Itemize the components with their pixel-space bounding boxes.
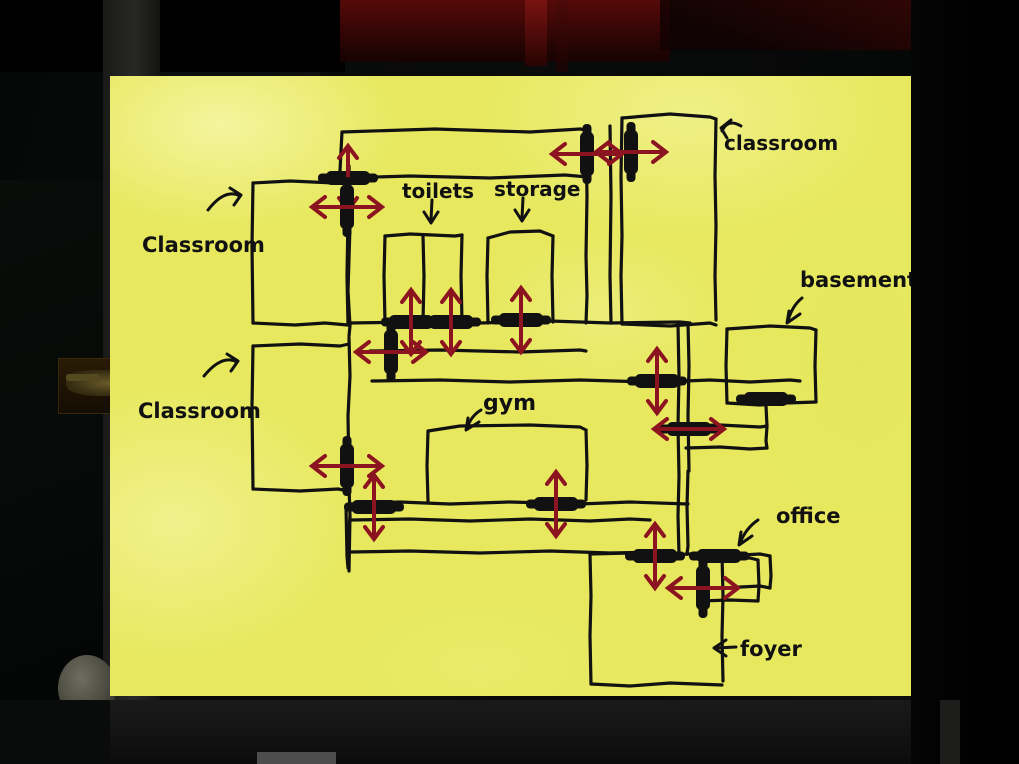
background-right-column [940,700,960,764]
background-shelf-object-handle [66,374,100,381]
background-lower-surface [110,700,1019,764]
label-toilets: toilets [402,179,474,203]
label-storage: storage [494,177,580,201]
background-top-dark [0,0,345,72]
background-lower-left [0,700,110,764]
label-foyer: foyer [740,637,802,661]
label-basement: basement [800,268,911,292]
background-grey-block [257,752,336,764]
background-right-dark [911,0,1019,764]
background-red-glow [340,0,670,62]
floor-plan-drawing: Classroom Classroom toilets storage clas… [138,112,911,688]
label-classroom-lower-left: Classroom [138,399,261,423]
yellow-paper-sheet: Classroom Classroom toilets storage clas… [110,76,911,696]
background-red-wash [660,0,940,50]
background-red-streak-2 [556,0,568,72]
floor-plan-labels: Classroom Classroom toilets storage clas… [138,131,911,661]
label-leader-arrows [202,118,804,658]
label-gym: gym [483,391,536,416]
label-office: office [776,504,841,528]
background-red-streak [525,0,547,66]
label-classroom-upper-left: Classroom [142,233,265,257]
label-classroom-upper-right: classroom [724,131,838,155]
